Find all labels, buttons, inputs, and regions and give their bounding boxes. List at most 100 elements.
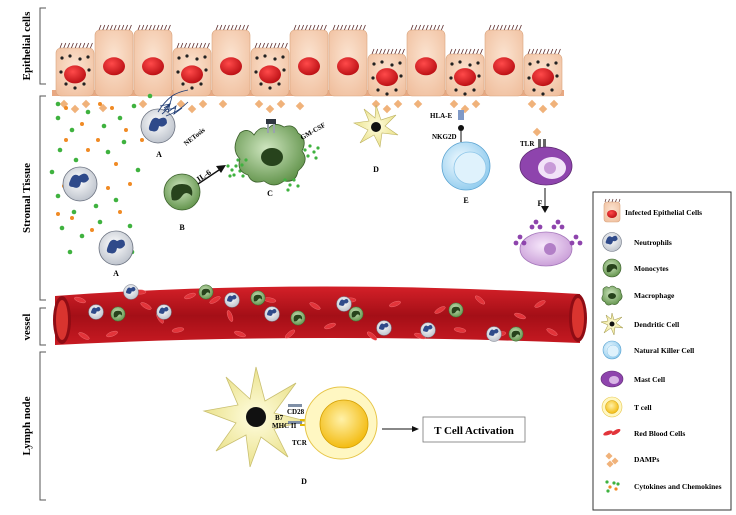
chemokine-dot — [97, 219, 103, 225]
legend-label: Mast Cell — [634, 375, 665, 384]
mast-cell-f — [519, 146, 573, 186]
neutrophil-in-vessel — [156, 304, 172, 320]
region-label-lymph-node: Lymph node — [21, 396, 33, 455]
epithelial-layer — [52, 24, 564, 137]
chemokine-dot — [67, 249, 73, 255]
legend-item: DAMPs — [605, 452, 659, 468]
legend-label: Red Blood Cells — [634, 429, 685, 438]
panel-letter-a2: A — [113, 269, 119, 278]
damp — [138, 99, 148, 109]
chemokine-dot — [85, 109, 91, 115]
damp — [382, 104, 392, 114]
cytokine-dot — [118, 210, 122, 214]
region-label-stromal: Stromal Tissue — [21, 163, 33, 233]
panel-letter-d2: D — [301, 477, 307, 486]
damp — [449, 99, 459, 109]
nk-cell-icon — [602, 340, 622, 360]
il6-label: IL-6 — [195, 168, 213, 184]
neutrophil-in-vessel — [264, 306, 280, 322]
red-blood-cell — [184, 292, 196, 300]
damp — [98, 103, 108, 113]
panel-letter-e: E — [463, 196, 468, 205]
red-blood-cell — [140, 302, 152, 310]
damp — [218, 99, 228, 109]
chemokine-dot — [73, 157, 79, 163]
activation-arrow — [382, 426, 419, 432]
nk-receptor — [455, 110, 467, 147]
red-blood-cell — [434, 306, 446, 314]
red-blood-cell — [453, 327, 467, 333]
cytokine-dot — [140, 138, 144, 142]
cytokine-dot — [96, 138, 100, 142]
damp-icon — [605, 452, 619, 468]
mast-cell-icon — [600, 370, 624, 388]
legend-item: Monocytes — [602, 258, 669, 278]
legend-item: Macrophage — [601, 285, 675, 306]
chemokine-dot — [93, 203, 99, 209]
dendritic-cell-icon — [600, 312, 624, 336]
neutrophil-in-vessel — [336, 296, 352, 312]
legend-item: Neutrophils — [602, 232, 672, 252]
legend-label: Natural Killer Cell — [634, 346, 694, 355]
legend-label: T cell — [634, 403, 652, 412]
panel-letter-d1: D — [373, 165, 379, 174]
cytokine-dots — [49, 93, 153, 255]
dendritic-cell-lymph — [202, 366, 307, 468]
epithelial-cell — [289, 24, 329, 97]
neutrophil-cell-a2 — [98, 230, 134, 266]
red-blood-cell — [514, 312, 526, 320]
red-blood-cell — [171, 327, 185, 333]
legend-item: Dendritic Cell — [600, 312, 679, 336]
monocyte-in-vessel — [508, 326, 524, 342]
legend-label: Monocytes — [634, 264, 669, 273]
legend: Infected Epithelial CellsNeutrophilsMono… — [592, 191, 732, 511]
damp — [538, 104, 548, 114]
chemokine-dot — [79, 233, 85, 239]
netosis-neutrophil — [140, 89, 189, 144]
damp — [471, 99, 481, 109]
monocyte-cell-b — [163, 173, 201, 211]
activation-box — [422, 416, 526, 443]
chemokine-dot — [49, 169, 55, 175]
macrophage-cell-c — [234, 119, 306, 186]
neutrophil-icon — [602, 232, 622, 252]
dendritic-cell-d — [352, 104, 399, 148]
damp — [549, 99, 559, 109]
red-blood-cell — [389, 300, 401, 308]
damp — [295, 101, 305, 111]
infected-epithelial-cell — [172, 42, 212, 97]
red-blood-cell — [106, 330, 118, 338]
chemokine-dot — [121, 139, 127, 145]
infected-epithelial-cell — [250, 42, 290, 97]
epithelial-cell — [484, 24, 524, 97]
cd28-label: CD28 — [287, 408, 305, 416]
cytokine-dot — [90, 228, 94, 232]
il6-arrow — [197, 165, 226, 185]
chemokine-dot — [69, 127, 75, 133]
epithelial-cell — [133, 24, 173, 97]
tcr-label: TCR — [292, 439, 308, 447]
cytokine-dot — [110, 106, 114, 110]
tlr-label: TLR — [520, 140, 535, 148]
t-cell-lymph — [304, 386, 378, 460]
damp — [81, 99, 91, 109]
legend-label: DAMPs — [634, 455, 659, 464]
neutrophil-in-vessel — [420, 322, 436, 338]
vessel-content — [74, 284, 558, 342]
region-label-epithelial: Epithelial cells — [21, 11, 33, 80]
legend-label: Dendritic Cell — [634, 320, 679, 329]
cytokine-dot — [128, 182, 132, 186]
cytokine-icon — [605, 480, 620, 493]
cytokine-dot — [80, 122, 84, 126]
damp — [413, 99, 423, 109]
epithelial-cell — [211, 24, 251, 97]
damp — [187, 104, 197, 114]
neutrophil-cell-a1 — [62, 166, 98, 202]
damp — [198, 99, 208, 109]
chemokine-dot — [131, 103, 137, 109]
legend-item: Cytokines and Chemokines — [605, 480, 722, 493]
nk-cell-e — [441, 141, 491, 191]
chemokine-dot — [127, 223, 133, 229]
neutrophil-in-vessel — [123, 284, 139, 300]
nkg2d-label: NKG2D — [432, 133, 457, 141]
